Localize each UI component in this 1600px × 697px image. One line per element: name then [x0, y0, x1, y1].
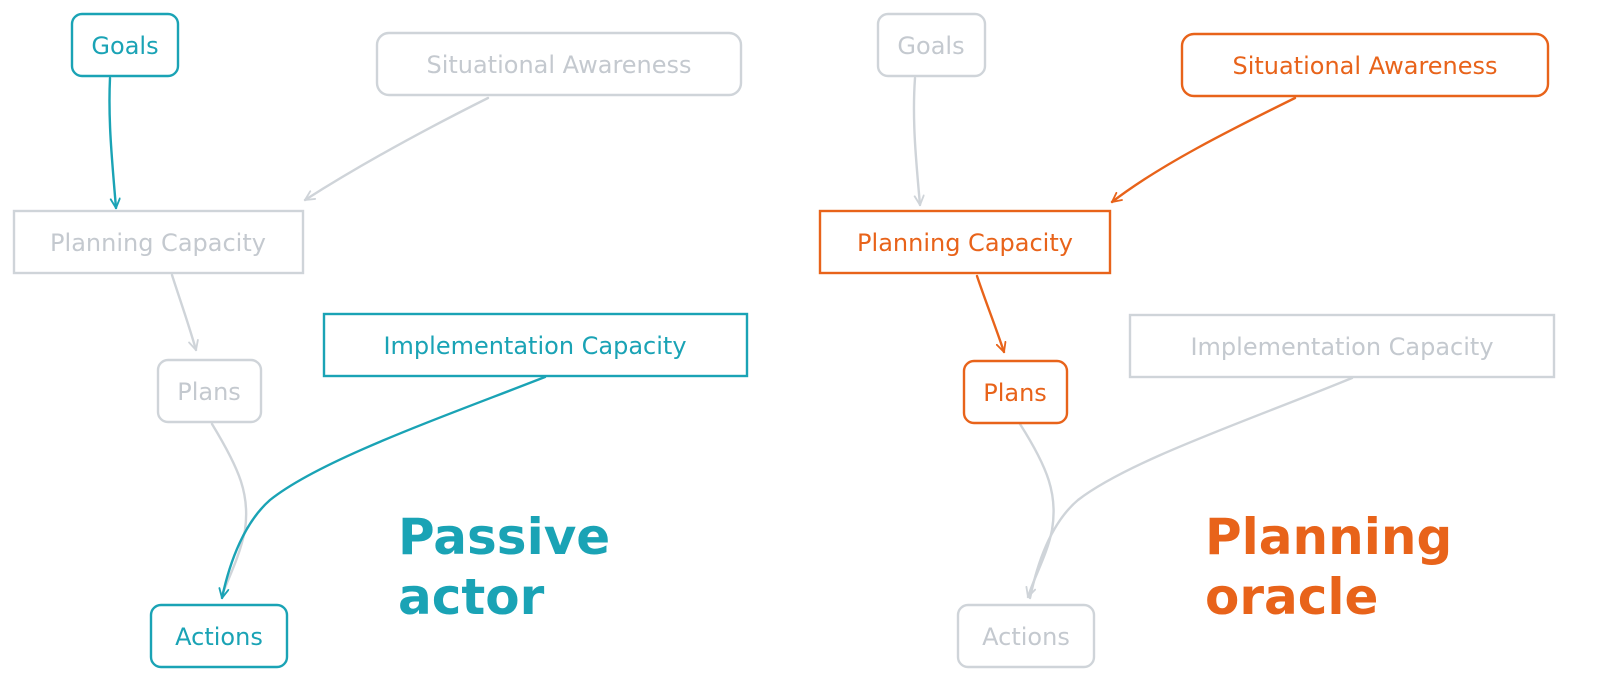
- left-node-actions: Actions: [149, 603, 289, 669]
- left-node-plans: Plans: [156, 358, 263, 424]
- right-node-goals: Goals: [876, 12, 987, 78]
- left-node-implementation-capacity-label: Implementation Capacity: [383, 332, 686, 360]
- right-caption-line2: oracle: [1205, 568, 1378, 626]
- left-node-planning-capacity: Planning Capacity: [12, 209, 305, 275]
- left-edge-implementation-to-actions: [218, 375, 547, 600]
- left-edge-planning-to-plans: [170, 273, 199, 352]
- right-edge-planning-to-plans: [975, 274, 1007, 354]
- right-edge-goals-to-planning: [912, 76, 925, 207]
- right-node-situational-awareness-label: Situational Awareness: [1232, 52, 1497, 80]
- left-node-goals-label: Goals: [91, 32, 158, 60]
- left-node-planning-capacity-label: Planning Capacity: [50, 229, 266, 257]
- right-node-implementation-capacity-label: Implementation Capacity: [1190, 333, 1493, 361]
- left-edge-awareness-to-planning: [303, 96, 490, 202]
- left-diagram: Goals Situational Awareness Planning Cap…: [12, 12, 749, 669]
- right-caption-line1: Planning: [1205, 508, 1452, 566]
- left-node-situational-awareness: Situational Awareness: [375, 31, 743, 97]
- left-edge-goals-to-planning: [108, 76, 121, 210]
- right-node-planning-capacity-label: Planning Capacity: [857, 229, 1073, 257]
- right-node-actions: Actions: [956, 603, 1096, 669]
- right-diagram: Goals Situational Awareness Planning Cap…: [818, 12, 1556, 669]
- right-node-implementation-capacity: Implementation Capacity: [1128, 313, 1556, 379]
- left-node-goals: Goals: [70, 12, 180, 78]
- right-node-planning-capacity: Planning Capacity: [818, 209, 1112, 275]
- left-node-plans-label: Plans: [177, 378, 241, 406]
- left-node-situational-awareness-label: Situational Awareness: [426, 51, 691, 79]
- left-node-implementation-capacity: Implementation Capacity: [322, 312, 749, 378]
- right-edge-implementation-to-actions: [1028, 376, 1354, 600]
- right-node-plans-label: Plans: [983, 379, 1047, 407]
- left-node-actions-label: Actions: [175, 623, 263, 651]
- right-edge-awareness-to-planning: [1110, 96, 1297, 204]
- right-node-plans: Plans: [962, 359, 1069, 425]
- left-caption-line2: actor: [398, 568, 545, 626]
- left-caption-line1: Passive: [398, 508, 610, 566]
- right-node-situational-awareness: Situational Awareness: [1180, 32, 1550, 98]
- right-node-actions-label: Actions: [982, 623, 1070, 651]
- right-node-goals-label: Goals: [897, 32, 964, 60]
